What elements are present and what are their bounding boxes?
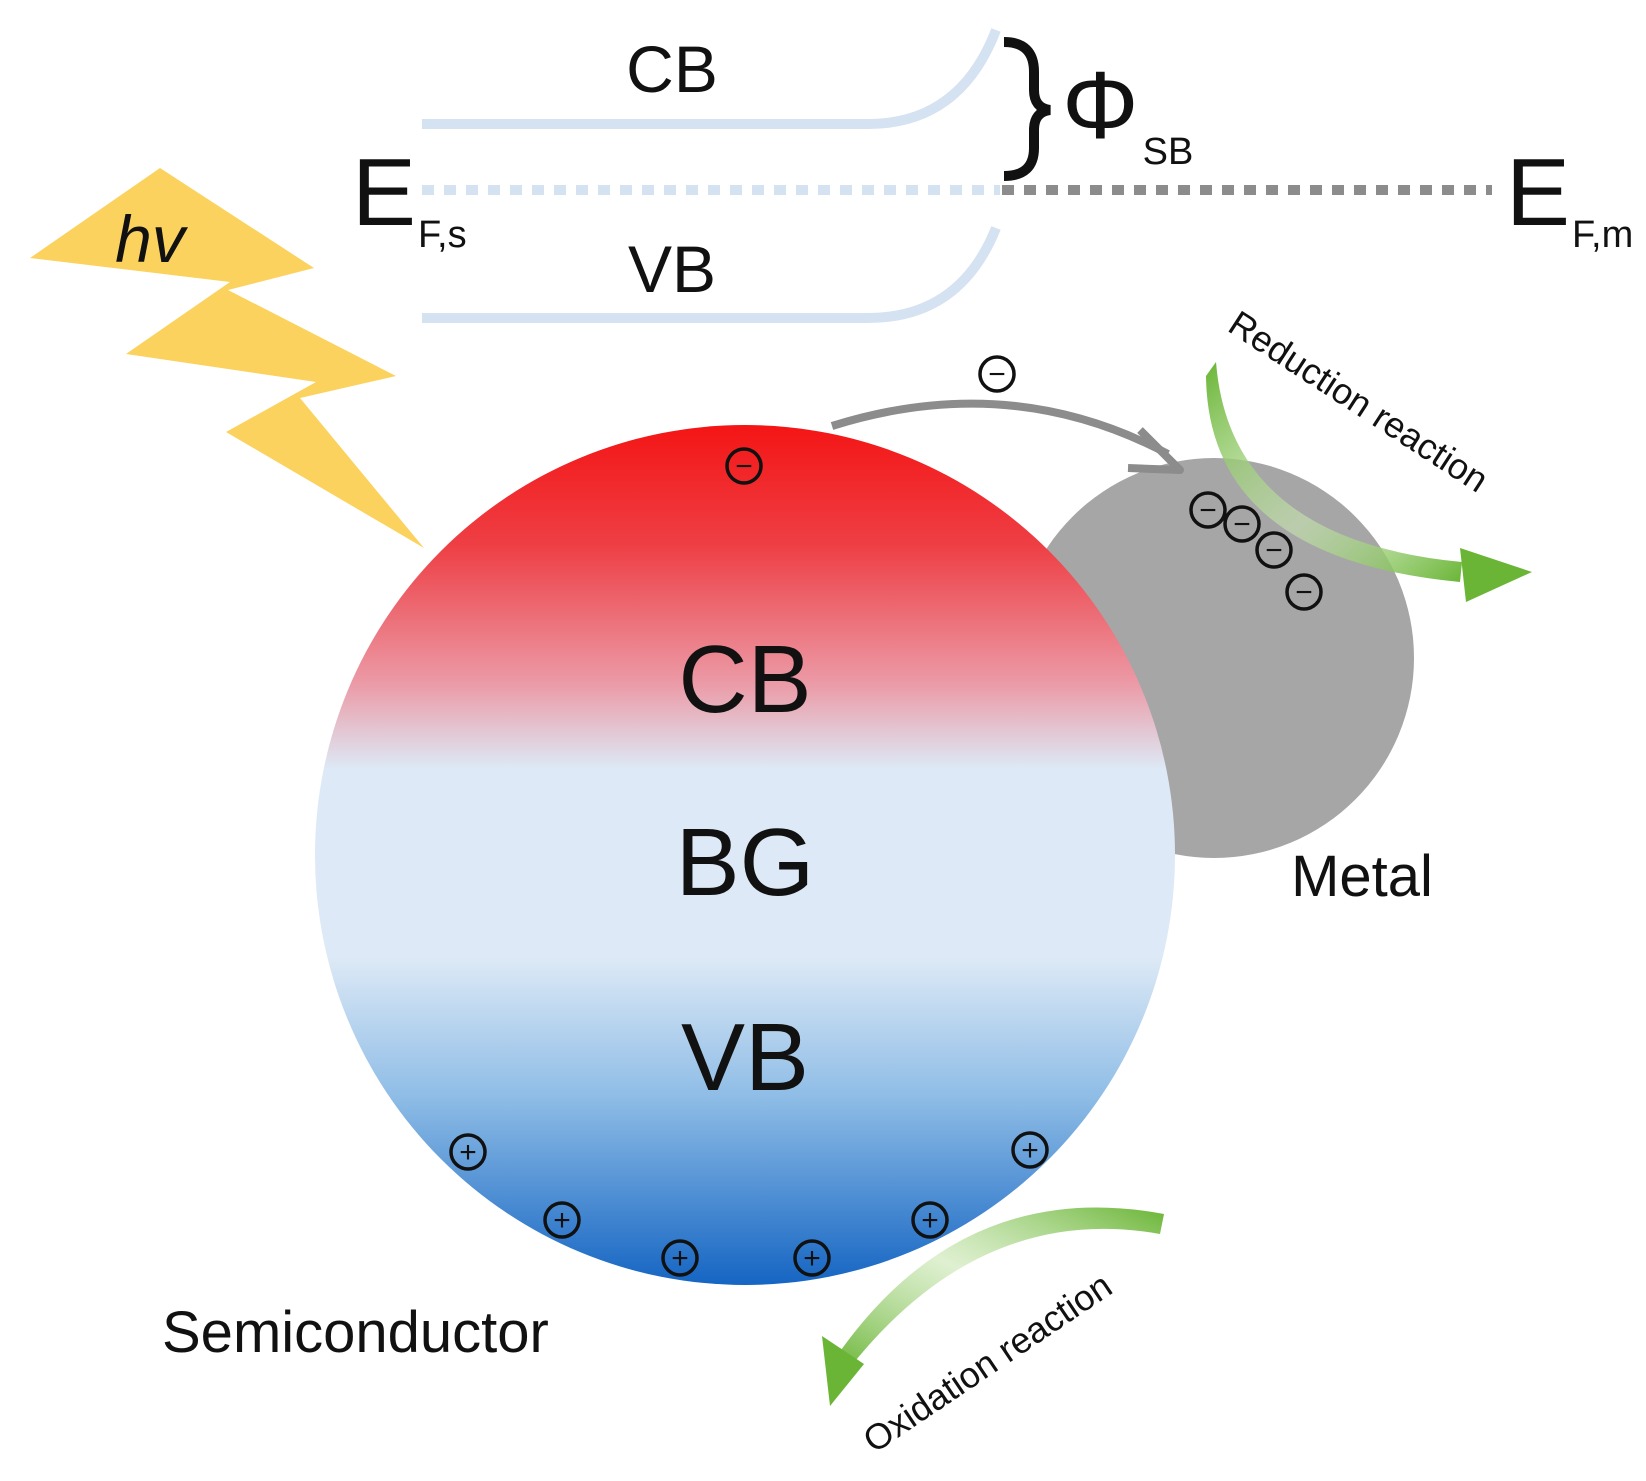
phi-subscript: SB — [1143, 131, 1194, 173]
light-bolt: hv — [30, 168, 424, 548]
hole-2 — [543, 1201, 581, 1239]
ef-semiconductor-sub: F,s — [418, 214, 467, 256]
electron-4-sign: − — [1233, 508, 1251, 541]
hole-1 — [449, 1133, 487, 1171]
ef-metal-label: EF,m — [1506, 139, 1633, 256]
electron-6 — [1285, 573, 1323, 611]
hole-2-sign: + — [553, 1204, 571, 1237]
electron-4 — [1223, 505, 1261, 543]
ef-semiconductor-main: E — [352, 139, 416, 246]
ef-semiconductor-label: EF,s — [352, 139, 467, 256]
electron-2 — [725, 447, 763, 485]
hole-5 — [911, 1201, 949, 1239]
reduction-arrowhead — [1460, 548, 1532, 602]
lightning-bolt-icon — [30, 168, 424, 548]
hole-5-sign: + — [921, 1204, 939, 1237]
sphere-vb-label: VB — [681, 1004, 809, 1111]
hole-3 — [661, 1239, 699, 1277]
sphere-bg-label: BG — [676, 809, 815, 916]
electron-6-sign: − — [1295, 576, 1313, 609]
reduction-arrow — [1206, 362, 1462, 582]
hole-6-sign: + — [1021, 1134, 1039, 1167]
electron-transfer-arrowhead — [1127, 427, 1184, 474]
hv-label: hv — [115, 202, 189, 276]
semiconductor-sphere — [315, 425, 1175, 1285]
electron-5-sign: − — [1265, 534, 1283, 567]
hole-4 — [793, 1239, 831, 1277]
charge-carriers: −−−−−−++++++ — [449, 355, 1323, 1277]
hole-1-sign: + — [459, 1136, 477, 1169]
electron-3 — [1189, 491, 1227, 529]
semiconductor-label: Semiconductor — [162, 1300, 549, 1365]
electron-transfer — [830, 399, 1184, 474]
electron-2-sign: − — [735, 450, 753, 483]
electron-3-sign: − — [1199, 494, 1217, 527]
schottky-barrier-brace — [1003, 37, 1051, 181]
sphere-cb-label: CB — [678, 626, 811, 733]
oxidation-arrowhead — [822, 1336, 864, 1406]
metal-label: Metal — [1291, 844, 1433, 909]
hole-4-sign: + — [803, 1242, 821, 1275]
oxidation-arrow — [834, 1207, 1164, 1370]
valence-band-line — [422, 226, 1001, 323]
hole-6 — [1011, 1131, 1049, 1169]
electron-1 — [978, 355, 1016, 393]
electron-transfer-arrow — [830, 399, 1170, 458]
band-vb-label: VB — [628, 232, 716, 306]
ef-metal-main: E — [1506, 139, 1570, 246]
electron-5 — [1255, 531, 1293, 569]
phi-symbol: Φ — [1062, 52, 1139, 159]
band-cb-label: CB — [626, 32, 718, 106]
conduction-band-line — [422, 28, 1001, 129]
electron-1-sign: − — [988, 358, 1006, 391]
hole-3-sign: + — [671, 1242, 689, 1275]
ef-metal-sub: F,m — [1572, 214, 1633, 256]
